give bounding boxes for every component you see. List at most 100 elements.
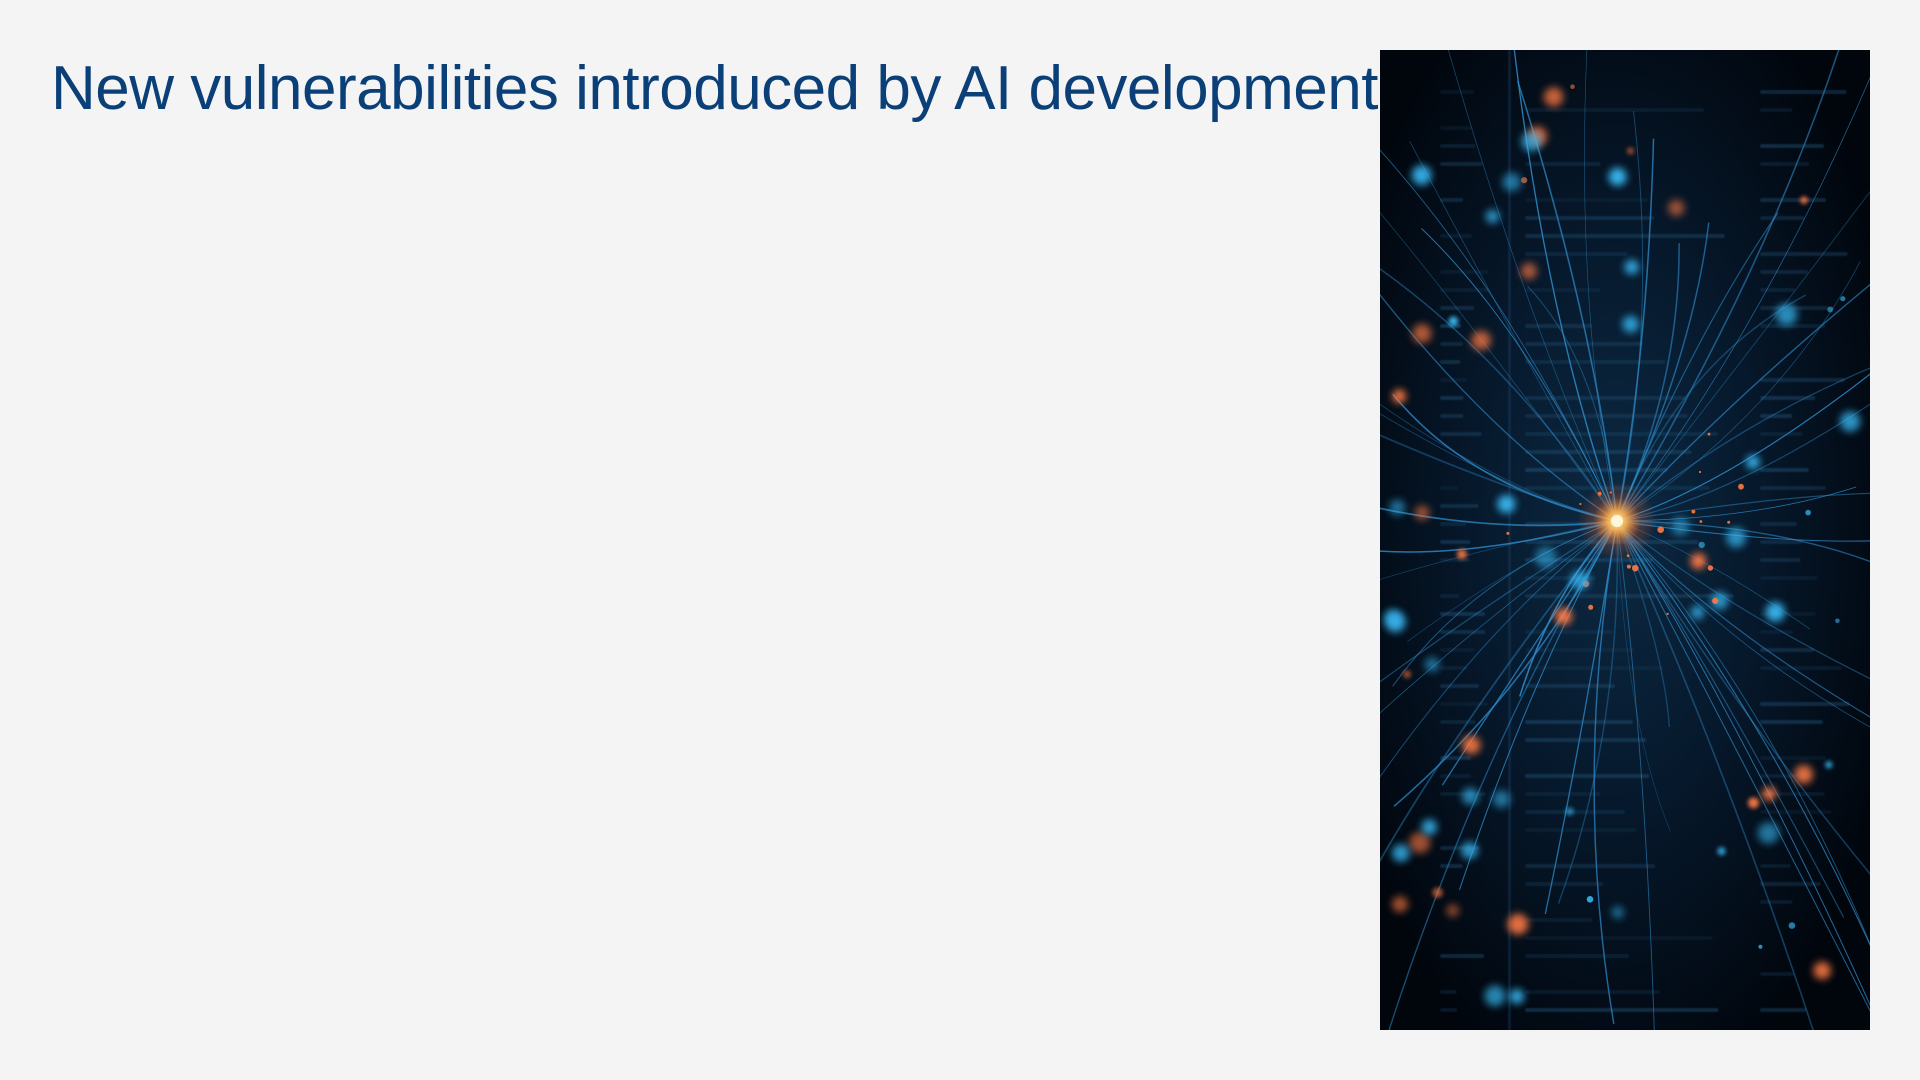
blue-node xyxy=(1492,790,1510,808)
spark-node xyxy=(1506,531,1510,535)
network-ray xyxy=(1616,492,1870,522)
orange-node xyxy=(1520,263,1537,280)
blue-node xyxy=(1570,570,1590,590)
code-line xyxy=(1440,954,1485,958)
network-ray xyxy=(1616,520,1870,947)
code-line xyxy=(1525,198,1649,202)
code-line xyxy=(1760,972,1795,976)
code-line xyxy=(1760,792,1825,796)
blue-node xyxy=(1535,546,1557,569)
code-line xyxy=(1760,288,1795,292)
blue-node xyxy=(1485,209,1500,224)
code-line xyxy=(1525,828,1637,832)
code-line xyxy=(1760,162,1810,166)
code-line xyxy=(1525,234,1725,238)
blue-node xyxy=(1698,541,1705,549)
code-line xyxy=(1440,414,1464,418)
blue-node xyxy=(1624,259,1639,275)
blue-node xyxy=(1788,922,1796,929)
orange-node xyxy=(1432,887,1443,898)
orange-node xyxy=(1392,389,1406,403)
code-line xyxy=(1760,216,1805,220)
code-line xyxy=(1525,882,1604,886)
code-line xyxy=(1440,558,1471,562)
code-line xyxy=(1760,702,1850,706)
code-line xyxy=(1440,666,1468,670)
blue-node xyxy=(1671,517,1690,536)
code-line xyxy=(1760,306,1834,310)
network-ray xyxy=(1616,520,1870,1012)
code-line xyxy=(1440,360,1461,364)
network-ray xyxy=(1380,520,1618,778)
code-divider xyxy=(1508,50,1511,1030)
code-line xyxy=(1440,522,1467,526)
code-line xyxy=(1440,126,1473,130)
code-line xyxy=(1760,558,1801,562)
network-ray xyxy=(1616,212,1779,522)
code-line xyxy=(1525,792,1601,796)
network-ray xyxy=(1513,50,1618,522)
spark-node xyxy=(1712,597,1719,605)
code-line xyxy=(1525,648,1635,652)
code-line xyxy=(1525,990,1661,994)
blue-node xyxy=(1421,819,1437,835)
code-line xyxy=(1525,720,1633,724)
code-line xyxy=(1525,324,1593,328)
blue-node xyxy=(1448,316,1459,327)
code-line xyxy=(1525,666,1664,670)
spark-node xyxy=(1626,564,1631,569)
blue-node xyxy=(1611,906,1624,919)
spark-node xyxy=(1707,432,1711,436)
code-line xyxy=(1760,900,1793,904)
blue-node xyxy=(1462,787,1479,805)
code-line xyxy=(1525,396,1686,400)
network-ray xyxy=(1441,520,1618,786)
orange-node xyxy=(1668,199,1685,217)
network-ray xyxy=(1393,520,1618,807)
spark-node xyxy=(1727,520,1731,524)
blue-node xyxy=(1586,896,1594,903)
blue-node xyxy=(1835,618,1840,624)
code-line xyxy=(1760,486,1826,490)
orange-node xyxy=(1762,787,1776,801)
network-ray xyxy=(1616,520,1655,1030)
network-ray xyxy=(1616,520,1671,832)
code-line xyxy=(1525,360,1666,364)
code-line xyxy=(1440,288,1489,292)
code-line xyxy=(1760,648,1815,652)
blue-node xyxy=(1746,455,1760,470)
blue-node xyxy=(1757,822,1780,844)
code-line xyxy=(1760,432,1803,436)
blue-node xyxy=(1521,131,1541,152)
blue-node xyxy=(1497,495,1516,514)
code-line xyxy=(1525,594,1734,598)
blue-node xyxy=(1411,165,1432,186)
network-ray xyxy=(1409,140,1618,522)
orange-node xyxy=(1521,177,1528,184)
blue-node xyxy=(1565,807,1574,816)
code-line xyxy=(1760,756,1826,760)
code-line xyxy=(1440,90,1475,94)
spark-node xyxy=(1632,564,1639,572)
orange-node xyxy=(1412,323,1432,344)
code-line xyxy=(1525,954,1629,958)
spark-node xyxy=(1691,509,1696,514)
network-ray xyxy=(1584,50,1618,522)
orange-node xyxy=(1392,896,1408,913)
network-ray xyxy=(1593,520,1618,1025)
blue-node xyxy=(1825,761,1833,769)
code-line xyxy=(1760,576,1818,580)
code-line xyxy=(1760,90,1847,94)
code-line xyxy=(1440,702,1489,706)
blue-node xyxy=(1717,847,1726,856)
code-line xyxy=(1440,306,1475,310)
network-ray xyxy=(1616,520,1870,563)
code-line xyxy=(1440,540,1471,544)
network-ray xyxy=(1616,283,1870,522)
blue-node xyxy=(1710,591,1729,610)
network-ray xyxy=(1616,77,1870,522)
spark-node xyxy=(1738,483,1744,490)
blue-node xyxy=(1765,602,1785,622)
orange-node xyxy=(1800,196,1808,204)
